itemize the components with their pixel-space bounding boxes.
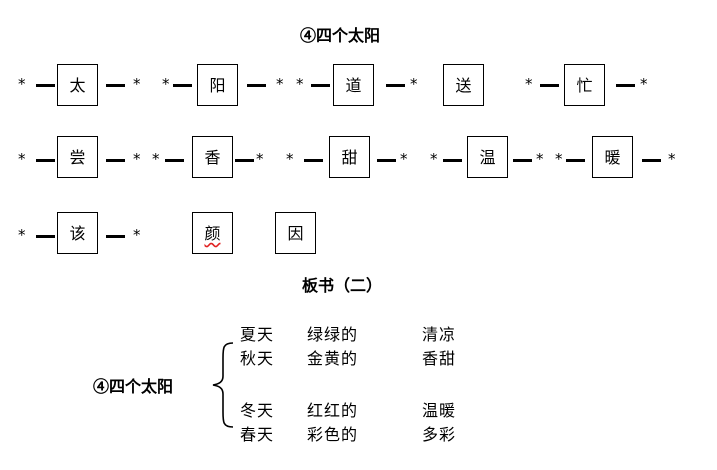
character-box: 忙	[564, 64, 605, 106]
character-box: 尝	[57, 136, 98, 178]
blank-line	[173, 84, 192, 87]
season-label: 夏天	[240, 325, 275, 344]
blank-line	[106, 84, 125, 87]
blank-line	[377, 159, 396, 162]
section-title: ④四个太阳	[300, 26, 381, 45]
feeling-label: 多彩	[422, 425, 457, 444]
blank-line	[235, 159, 254, 162]
asterisk-marker: *	[400, 150, 408, 168]
board-topic: ④四个太阳	[93, 377, 174, 396]
character-box: 因	[275, 212, 316, 254]
color-label: 红红的	[307, 401, 359, 420]
blank-line	[36, 84, 55, 87]
asterisk-marker: *	[18, 75, 26, 93]
character-box: 暖	[592, 136, 633, 178]
curly-brace-icon	[212, 342, 234, 428]
character-box: 温	[467, 136, 508, 178]
blank-line	[311, 84, 330, 87]
asterisk-marker: *	[133, 75, 141, 93]
feeling-label: 香甜	[422, 349, 457, 368]
blank-line	[642, 159, 661, 162]
asterisk-marker: *	[133, 150, 141, 168]
character-box: 甜	[329, 136, 370, 178]
blank-line	[540, 84, 559, 87]
asterisk-marker: *	[133, 226, 141, 244]
asterisk-marker: *	[536, 150, 544, 168]
character-box: 该	[57, 212, 98, 254]
character-box: 道	[333, 64, 374, 106]
asterisk-marker: *	[640, 75, 648, 93]
asterisk-marker: *	[668, 150, 676, 168]
asterisk-marker: *	[286, 150, 294, 168]
blank-line	[106, 235, 125, 238]
color-label: 彩色的	[307, 425, 359, 444]
feeling-label: 温暖	[422, 401, 457, 420]
asterisk-marker: *	[18, 226, 26, 244]
asterisk-marker: *	[525, 75, 533, 93]
season-label: 冬天	[240, 401, 275, 420]
season-label: 春天	[240, 425, 275, 444]
asterisk-marker: *	[256, 150, 264, 168]
character-box: 香	[192, 136, 233, 178]
blank-line	[165, 159, 184, 162]
feeling-label: 清凉	[422, 325, 457, 344]
blank-line	[247, 84, 266, 87]
color-label: 金黄的	[307, 349, 359, 368]
blank-line	[513, 159, 532, 162]
asterisk-marker: *	[296, 75, 304, 93]
asterisk-marker: *	[152, 150, 160, 168]
asterisk-marker: *	[18, 150, 26, 168]
character-box: 颜	[192, 212, 233, 254]
board-heading: 板书（二）	[302, 276, 383, 295]
asterisk-marker: *	[276, 75, 284, 93]
asterisk-marker: *	[555, 150, 563, 168]
character-box: 送	[443, 64, 484, 106]
season-label: 秋天	[240, 349, 275, 368]
blank-line	[566, 159, 585, 162]
blank-line	[36, 159, 55, 162]
blank-line	[36, 235, 55, 238]
blank-line	[106, 159, 125, 162]
blank-line	[304, 159, 323, 162]
blank-line	[443, 159, 462, 162]
character-box: 太	[57, 64, 98, 106]
asterisk-marker: *	[410, 75, 418, 93]
asterisk-marker: *	[430, 150, 438, 168]
asterisk-marker: *	[162, 75, 170, 93]
spellcheck-flagged-char: 颜	[204, 224, 221, 243]
color-label: 绿绿的	[307, 325, 359, 344]
blank-line	[386, 84, 405, 87]
character-box: 阳	[197, 64, 238, 106]
blank-line	[616, 84, 635, 87]
